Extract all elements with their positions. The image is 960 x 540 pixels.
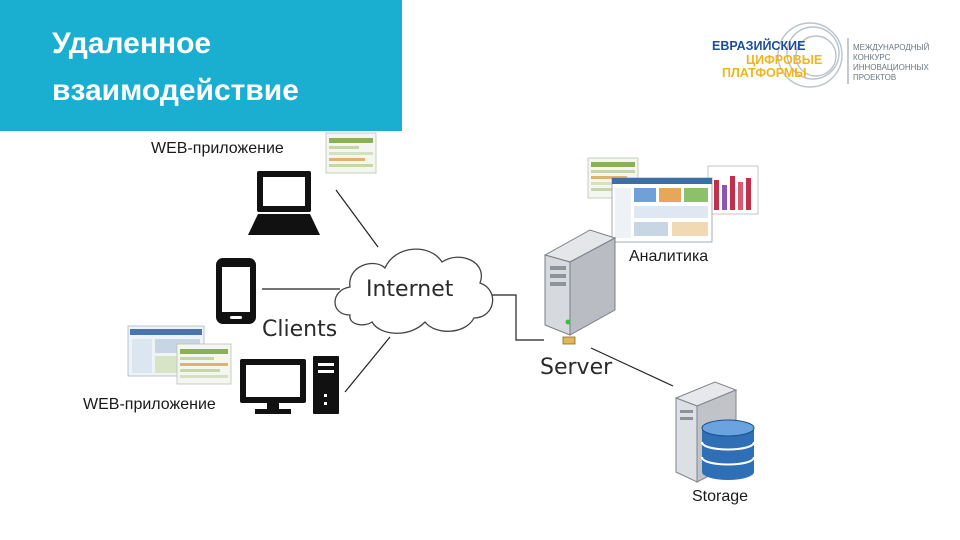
- storage-database-icon: [674, 381, 755, 483]
- logo: ЕВРАЗИЙСКИЕ ЦИФРОВЫЕ ПЛАТФОРМЫ МЕЖДУНАРО…: [712, 22, 930, 88]
- analytics-label: Аналитика: [629, 248, 709, 265]
- internet-label: Internet: [366, 277, 454, 302]
- logo-sub-4: ПРОЕКТОВ: [853, 73, 896, 82]
- analytics-screenshots: [587, 157, 759, 243]
- title-line-1: Удаленное: [52, 27, 212, 60]
- web-app-screenshot-bottom: [127, 325, 232, 385]
- clients-label: Clients: [262, 317, 338, 342]
- logo-line-1: ЕВРАЗИЙСКИЕ: [712, 38, 805, 53]
- logo-line-2: ЦИФРОВЫЕ: [746, 53, 822, 67]
- link-laptop-internet: [335, 189, 379, 248]
- slide-title: Удаленное взаимодействие: [52, 20, 299, 114]
- logo-rings-icon: [777, 22, 843, 88]
- logo-line-3: ПЛАТФОРМЫ: [722, 66, 807, 80]
- web-app-screenshot-top: [325, 132, 377, 174]
- laptop-icon: [248, 171, 320, 235]
- desktop-computer-icon: [240, 356, 339, 414]
- smartphone-icon: [216, 258, 256, 324]
- logo-sub-3: ИННОВАЦИОННЫХ: [853, 63, 929, 72]
- web-app-label-top: WEB-приложение: [151, 140, 284, 157]
- logo-sub-2: КОНКУРС: [853, 53, 891, 62]
- logo-sub-1: МЕЖДУНАРОДНЫЙ: [853, 43, 930, 52]
- web-app-label-bottom: WEB-приложение: [83, 396, 216, 413]
- link-internet-server: [486, 294, 544, 341]
- internet-cloud-icon: [334, 248, 494, 334]
- server-tower-icon: [543, 229, 617, 345]
- link-desktop-internet: [344, 336, 391, 393]
- link-server-storage: [590, 347, 674, 387]
- title-banner: [0, 0, 402, 131]
- title-line-2: взаимодействие: [52, 74, 299, 107]
- storage-label: Storage: [692, 488, 749, 505]
- server-label: Server: [540, 355, 613, 380]
